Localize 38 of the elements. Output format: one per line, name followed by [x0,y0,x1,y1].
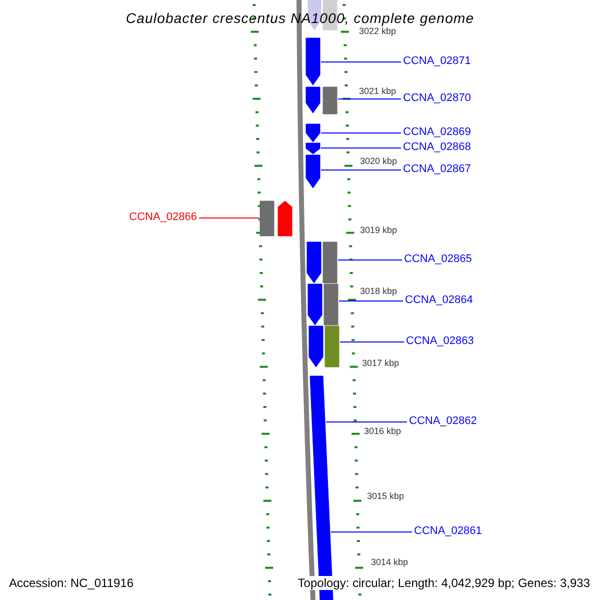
pointed-gene-block [306,38,320,86]
gene-label: CCNA_02869 [403,127,471,138]
scale-label: 3014 kbp [371,558,408,567]
pointed-gene-block [306,124,320,142]
gene-block [260,200,274,236]
gene-block [322,242,338,284]
accession-text: Accession: NC_011916 [9,576,134,590]
genome-stats-text: Topology: circular; Length: 4,042,929 bp; Genes: 3,933 [298,576,590,590]
gene-block [324,284,338,326]
gene-label: CCNA_02865 [404,254,472,265]
gene-label: CCNA_02867 [403,164,471,175]
pointed-gene-block [308,326,324,368]
pointed-gene-block [306,86,320,114]
gene-label: CCNA_02863 [406,336,474,347]
scale-label: 3016 kbp [364,427,402,436]
pointed-gene-block [308,284,322,326]
leader-line [320,132,402,134]
scale-label: 3019 kbp [360,226,398,235]
scale-label: 3017 kbp [362,359,400,368]
gene-block [324,326,340,368]
scale-label: 3021 kbp [359,87,396,96]
gene-label: CCNA_02868 [403,142,471,153]
gene-label: CCNA_02861 [414,526,482,537]
gene-label: CCNA_02864 [405,295,473,306]
gene-label: CCNA_02862 [409,416,477,427]
title: Caulobacter crescentus NA1000, complete genome [124,11,476,25]
scale-label: 3015 kbp [367,492,404,501]
pointed-gene-block [306,242,322,284]
gene-label: CCNA_02870 [403,93,471,104]
scale-label: 3022 kbp [359,27,396,36]
pointed-gene-block [278,200,292,236]
leader-line [338,98,402,100]
scale-label: 3020 kbp [360,157,398,166]
scale-label: 3018 kbp [360,287,398,296]
gene-label: CCNA_02866 [129,212,197,223]
gene-label: CCNA_02871 [403,56,471,67]
leader-line [338,300,404,302]
gene-block [322,86,338,114]
